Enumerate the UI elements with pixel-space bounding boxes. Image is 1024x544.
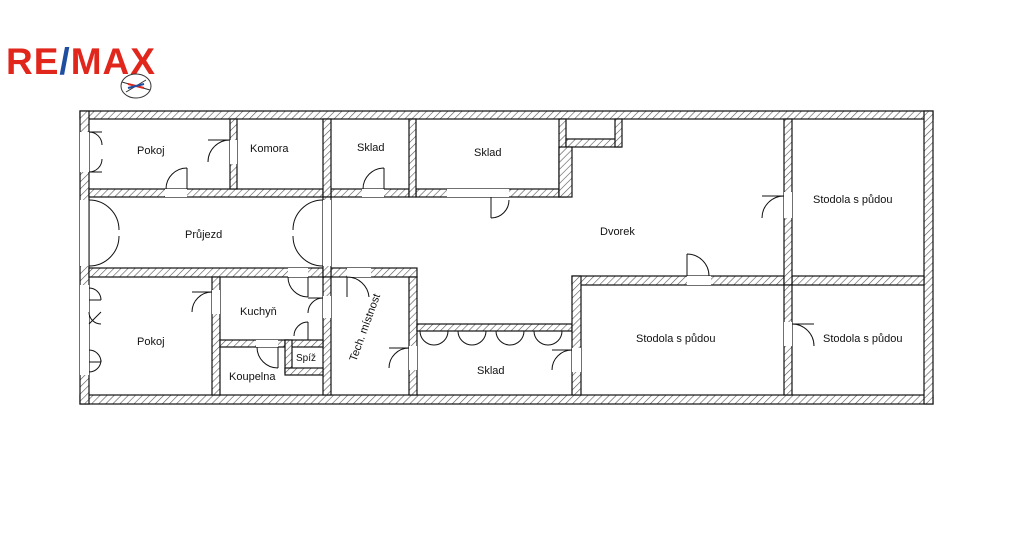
room-sklad-bottom: Sklad [477, 365, 505, 377]
room-stodola-bottom-right: Stodola s půdou [823, 333, 903, 345]
walls [79, 110, 934, 405]
room-pokoj-top: Pokoj [137, 145, 165, 157]
room-prujezd: Průjezd [185, 229, 222, 241]
room-dvorek: Dvorek [600, 226, 635, 238]
room-kuchyn: Kuchyň [240, 306, 277, 318]
room-komora: Komora [250, 143, 289, 155]
room-tech-mistnost: Tech. místnost [348, 292, 384, 363]
room-koupelna: Koupelna [229, 371, 276, 383]
remax-logo: RE/MAX [6, 42, 176, 102]
room-pokoj-bottom: Pokoj [137, 336, 165, 348]
room-stodola-top-right: Stodola s půdou [813, 194, 893, 206]
doors [80, 131, 815, 375]
room-spiz: Spíž [296, 353, 316, 364]
room-sklad-small: Sklad [357, 142, 385, 154]
room-stodola-bottom-mid: Stodola s půdou [636, 333, 716, 345]
balloon-icon [120, 73, 152, 99]
room-sklad-top: Sklad [474, 147, 502, 159]
